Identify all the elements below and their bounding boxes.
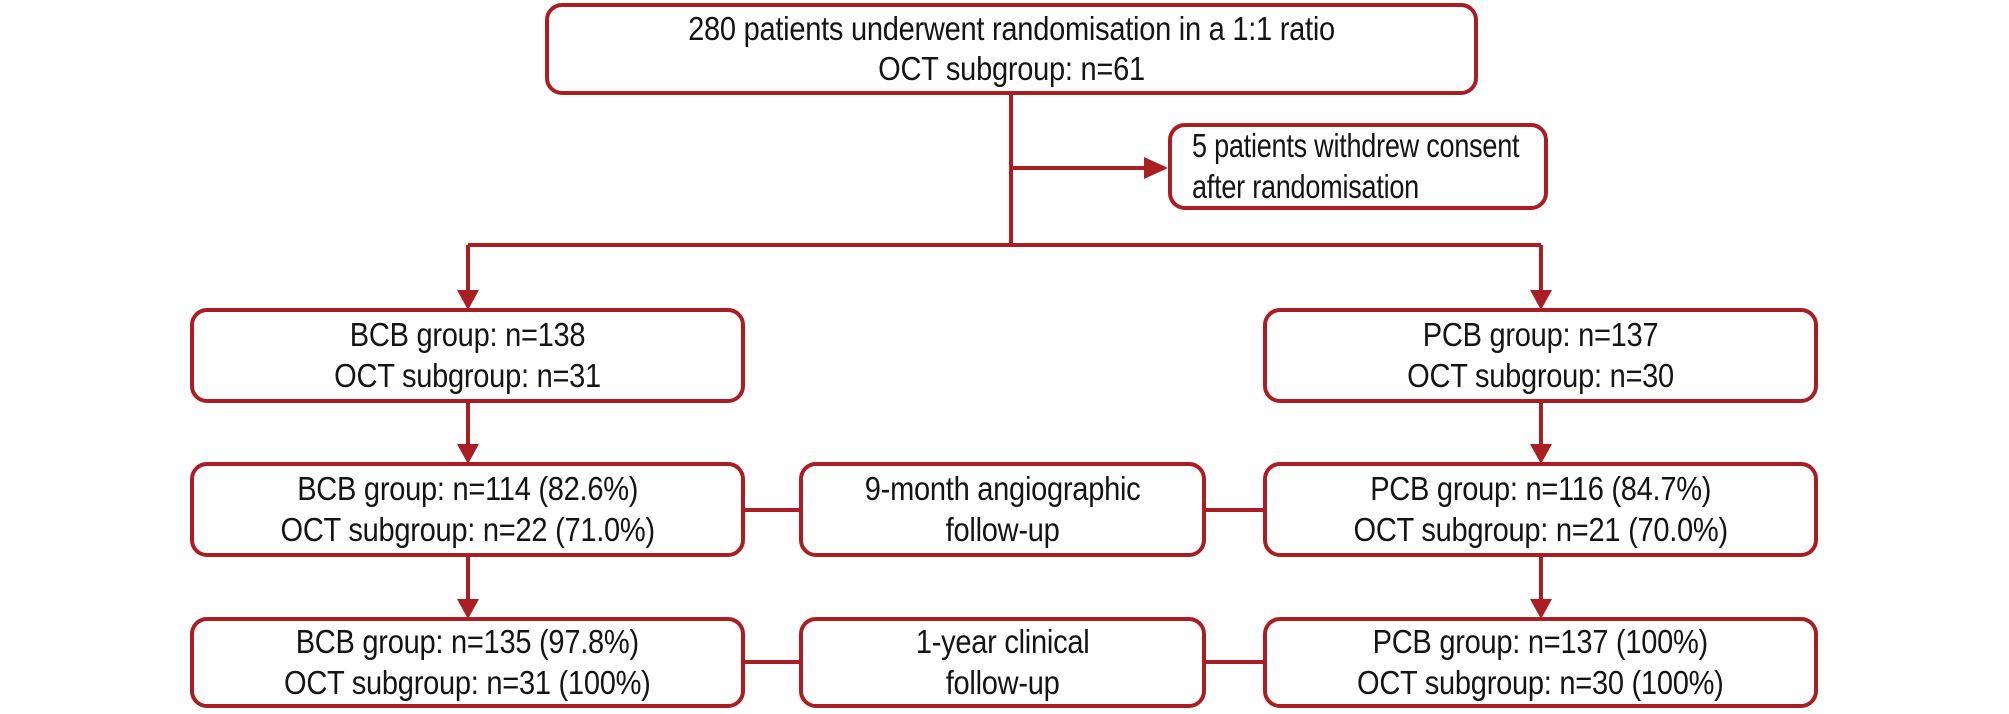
- arrow-down-pcb-angiographic-icon: [1530, 444, 1552, 464]
- pcb-clinical-line2: OCT subgroup: n=30 (100%): [1357, 663, 1724, 701]
- clinical-followup-text: 1-year clinical follow-up: [916, 622, 1090, 703]
- pcb-angiographic-line1: PCB group: n=116 (84.7%): [1369, 470, 1711, 508]
- withdrew-line1: 5 patients withdrew consent: [1192, 127, 1520, 165]
- angiographic-followup-box: 9-month angiographic follow-up: [799, 462, 1206, 557]
- pcb-clinical-box: PCB group: n=137 (100%) OCT subgroup: n=…: [1263, 617, 1818, 708]
- arrow-down-bcb-clinical-icon: [457, 599, 479, 619]
- arrow-down-pcb-clinical-icon: [1530, 599, 1552, 619]
- angiographic-followup-line2: follow-up: [945, 510, 1060, 548]
- bcb-clinical-box: BCB group: n=135 (97.8%) OCT subgroup: n…: [190, 617, 745, 708]
- pcb-angiographic-box: PCB group: n=116 (84.7%) OCT subgroup: n…: [1263, 462, 1818, 557]
- pcb-angiographic-line2: OCT subgroup: n=21 (70.0%): [1353, 510, 1728, 548]
- bcb-group-line1: BCB group: n=138: [349, 316, 586, 354]
- bcb-angiographic-box: BCB group: n=114 (82.6%) OCT subgroup: n…: [190, 462, 745, 557]
- angiographic-followup-text: 9-month angiographic follow-up: [865, 469, 1141, 550]
- arrow-right-withdrew-icon: [1144, 157, 1168, 179]
- withdrew-text: 5 patients withdrew consent after random…: [1192, 126, 1520, 207]
- pcb-angiographic-text: PCB group: n=116 (84.7%) OCT subgroup: n…: [1353, 469, 1728, 550]
- pcb-group-line2: OCT subgroup: n=30: [1407, 356, 1674, 394]
- clinical-followup-box: 1-year clinical follow-up: [799, 617, 1206, 708]
- pcb-clinical-text: PCB group: n=137 (100%) OCT subgroup: n=…: [1357, 622, 1724, 703]
- bcb-angiographic-line1: BCB group: n=114 (82.6%): [296, 470, 638, 508]
- randomisation-text: 280 patients underwent randomisation in …: [688, 9, 1335, 90]
- bcb-angiographic-text: BCB group: n=114 (82.6%) OCT subgroup: n…: [280, 469, 655, 550]
- arrow-down-bcb-angiographic-icon: [457, 444, 479, 464]
- randomisation-box: 280 patients underwent randomisation in …: [545, 3, 1478, 95]
- angiographic-followup-line1: 9-month angiographic: [864, 470, 1141, 508]
- pcb-clinical-line1: PCB group: n=137 (100%): [1372, 623, 1709, 661]
- bcb-clinical-text: BCB group: n=135 (97.8%) OCT subgroup: n…: [284, 622, 651, 703]
- pcb-group-line1: PCB group: n=137: [1422, 316, 1659, 354]
- bcb-group-text: BCB group: n=138 OCT subgroup: n=31: [334, 315, 601, 396]
- bcb-angiographic-line2: OCT subgroup: n=22 (71.0%): [280, 510, 655, 548]
- clinical-followup-line2: follow-up: [945, 663, 1060, 701]
- pcb-group-box: PCB group: n=137 OCT subgroup: n=30: [1263, 308, 1818, 403]
- bcb-group-box: BCB group: n=138 OCT subgroup: n=31: [190, 308, 745, 403]
- arrow-down-bcb-group-icon: [457, 290, 479, 310]
- withdrew-line2: after randomisation: [1192, 167, 1419, 205]
- randomisation-line1: 280 patients underwent randomisation in …: [688, 9, 1335, 47]
- clinical-followup-line1: 1-year clinical: [915, 623, 1090, 661]
- bcb-group-line2: OCT subgroup: n=31: [334, 356, 601, 394]
- pcb-group-text: PCB group: n=137 OCT subgroup: n=30: [1407, 315, 1674, 396]
- withdrew-box: 5 patients withdrew consent after random…: [1168, 123, 1548, 210]
- arrow-down-pcb-group-icon: [1530, 290, 1552, 310]
- bcb-clinical-line2: OCT subgroup: n=31 (100%): [284, 663, 651, 701]
- bcb-clinical-line1: BCB group: n=135 (97.8%): [295, 623, 640, 661]
- connector-lines: [466, 95, 1543, 664]
- randomisation-line2: OCT subgroup: n=61: [878, 50, 1145, 87]
